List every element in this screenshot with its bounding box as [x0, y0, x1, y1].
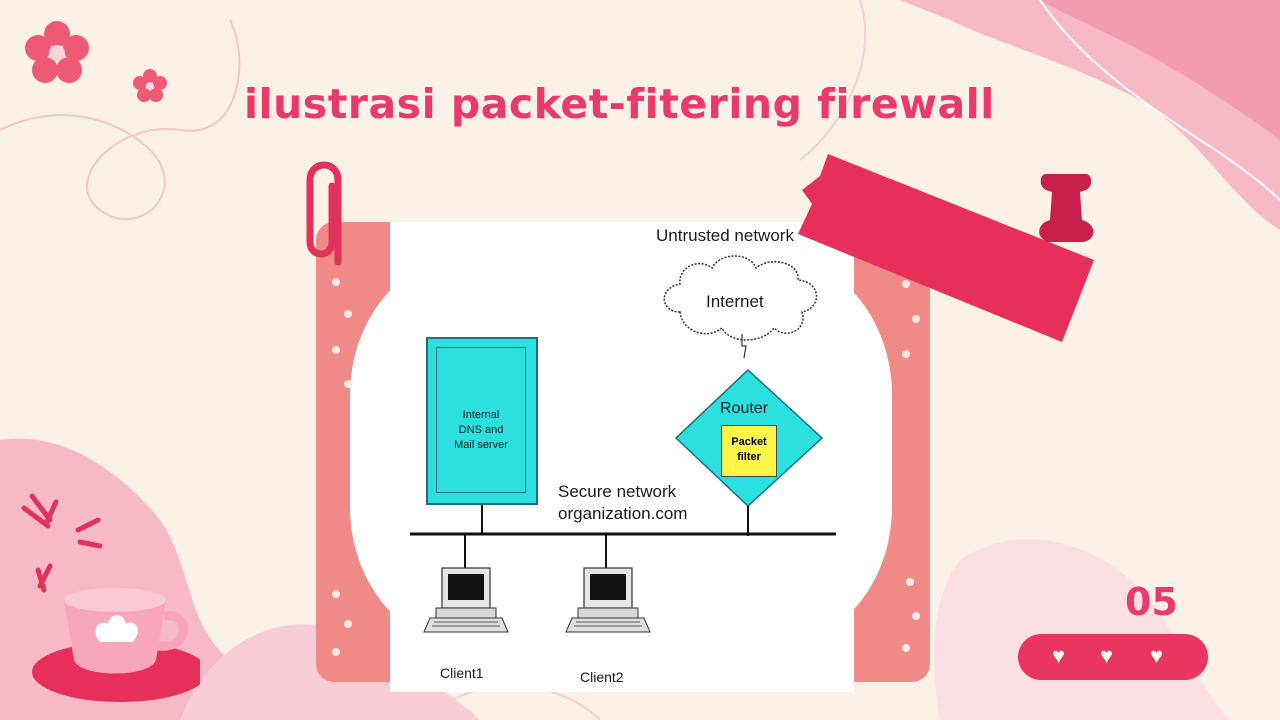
paperclip-icon — [306, 161, 342, 266]
internet-label: Internet — [706, 292, 764, 311]
client1-label: Client1 — [440, 665, 484, 681]
frame-dot — [344, 310, 352, 318]
flower-icon — [25, 21, 89, 83]
secure-network-domain: organization.com — [558, 504, 688, 523]
pushpin-icon — [1039, 174, 1094, 242]
frame-dot — [902, 350, 910, 358]
frame-dot — [912, 612, 920, 620]
page-number: 05 — [1125, 580, 1178, 624]
frame-dot — [332, 278, 340, 286]
frame-dot — [332, 346, 340, 354]
packet-filter-label: Packet filter — [731, 436, 767, 463]
tape-icon — [798, 154, 1094, 342]
frame-dot — [344, 620, 352, 628]
heart-icon: ♥ — [1100, 643, 1114, 668]
slide-title: ilustrasi packet-fitering firewall — [244, 80, 995, 128]
frame-dot — [912, 315, 920, 323]
network-diagram: Untrusted network Internet Router Packet… — [390, 222, 854, 692]
frame-dot — [906, 578, 914, 586]
server-box: Internal DNS and Mail server — [426, 337, 538, 505]
secure-network-label: Secure network — [558, 482, 677, 501]
client2-label: Client2 — [580, 669, 624, 685]
hearts-pill: ♥ ♥ ♥ — [1018, 634, 1208, 680]
client1-computer-icon — [423, 567, 509, 633]
frame-dot — [902, 644, 910, 652]
packet-filter-box: Packet filter — [721, 425, 777, 477]
router-label: Router — [720, 400, 769, 417]
frame-dot — [902, 280, 910, 288]
server-label: Internal DNS and Mail server — [454, 409, 508, 451]
frame-dot — [344, 380, 352, 388]
heart-icon: ♥ — [1150, 643, 1164, 668]
client2-computer-icon — [565, 567, 651, 633]
frame-dot — [332, 648, 340, 656]
flower-icon — [133, 69, 167, 102]
heart-icon: ♥ — [1052, 643, 1066, 668]
server-inner-box: Internal DNS and Mail server — [436, 347, 526, 493]
frame-dot — [332, 590, 340, 598]
untrusted-network-label: Untrusted network — [656, 226, 794, 245]
teacup-icon — [21, 493, 200, 702]
internet-cloud — [663, 255, 818, 341]
